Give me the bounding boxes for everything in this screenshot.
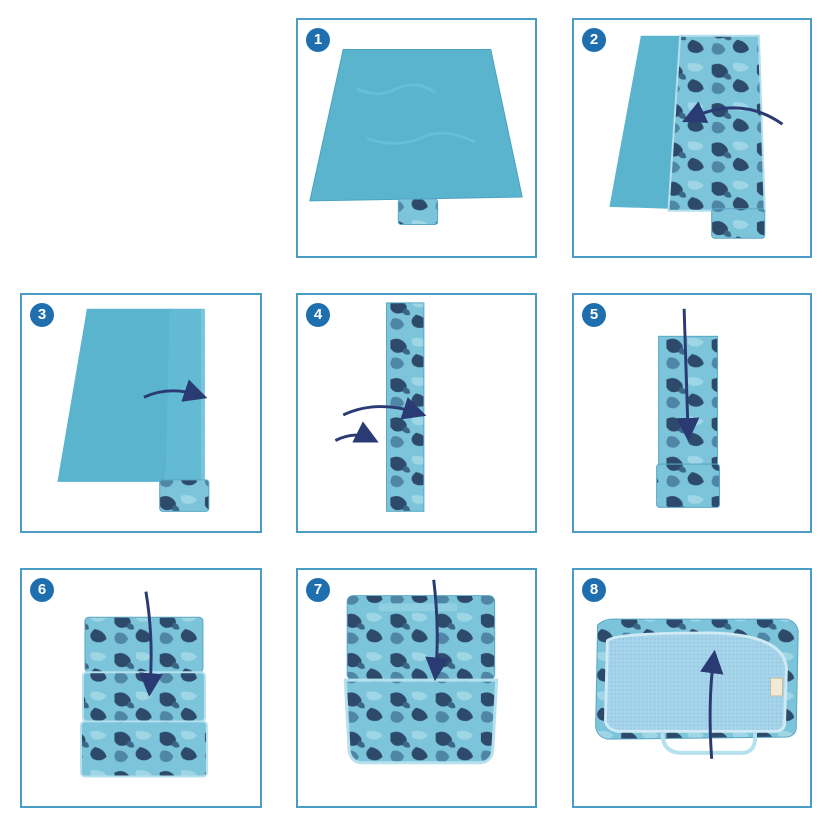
long-strip-illustration — [334, 302, 427, 512]
step-number-badge: 8 — [582, 578, 606, 602]
step-number-badge: 3 — [30, 303, 54, 327]
fold-arrow-icon — [700, 649, 724, 759]
fold-arrow-icon — [681, 101, 784, 126]
rolling-strip-illustration — [656, 308, 721, 508]
step-number-badge: 5 — [582, 303, 606, 327]
unfolded-mat-illustration — [309, 49, 523, 226]
step-1-panel: 1 — [296, 18, 537, 258]
step-2-panel: 2 — [572, 18, 812, 258]
fold-arrow-icon — [342, 397, 427, 420]
step-4-panel: 4 — [296, 293, 537, 533]
step-7-panel: 7 — [296, 568, 537, 808]
fold-arrow-icon — [425, 579, 449, 682]
step-number-badge: 7 — [306, 578, 330, 602]
step-number-badge: 1 — [306, 28, 330, 52]
fold-arrow-icon — [675, 308, 700, 442]
step-8-panel: 8 — [572, 568, 812, 808]
half-folded-mat-illustration — [609, 34, 784, 239]
flap-fold-illustration — [343, 579, 499, 765]
step-5-panel: 5 — [572, 293, 812, 533]
stacked-fold-illustration — [80, 591, 208, 778]
step-6-panel: 6 — [20, 568, 262, 808]
fold-arrow-icon — [334, 421, 379, 443]
fold-arrow-icon — [139, 591, 163, 697]
step-number-badge: 6 — [30, 578, 54, 602]
step-number-badge: 2 — [582, 28, 606, 52]
step-number-badge: 4 — [306, 303, 330, 327]
third-fold-illustration — [57, 308, 210, 512]
fold-arrow-icon — [143, 379, 208, 402]
step-3-panel: 3 — [20, 293, 262, 533]
packed-mat-illustration — [595, 618, 799, 759]
